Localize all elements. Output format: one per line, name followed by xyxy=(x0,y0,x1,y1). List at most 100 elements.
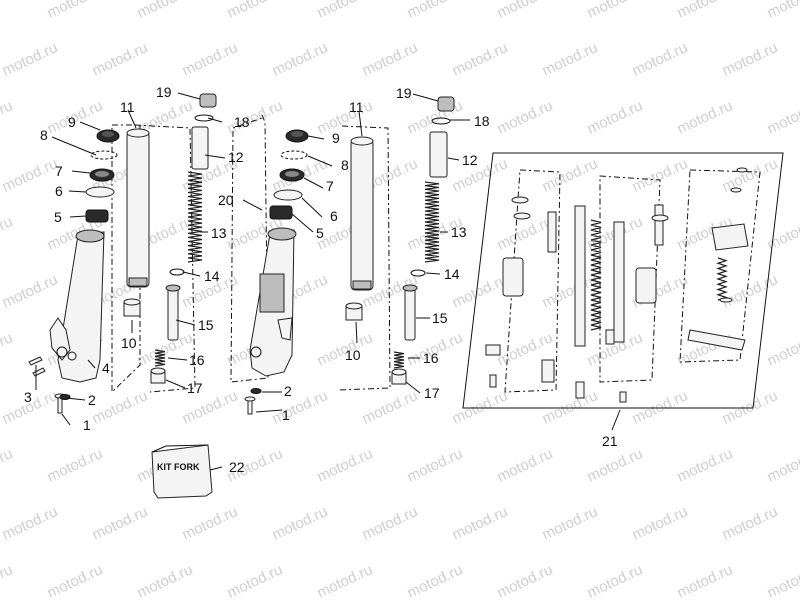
watermark-text: motod.ru xyxy=(0,503,60,543)
callout-c10b: 10 xyxy=(345,347,361,363)
watermark-text: motod.ru xyxy=(45,0,106,22)
watermark-text: motod.ru xyxy=(540,155,601,195)
watermark-text: motod.ru xyxy=(0,329,15,369)
kit-fork-label: KIT FORK xyxy=(157,462,200,472)
watermark-text: motod.ru xyxy=(720,155,781,195)
callout-c5a: 5 xyxy=(54,209,62,225)
damper-tube-left xyxy=(191,126,209,170)
leader-line xyxy=(127,109,137,129)
leader-line xyxy=(51,136,97,156)
spring-ring-right xyxy=(410,269,426,277)
watermark-text: motod.ru xyxy=(675,97,736,137)
clip-ring-left xyxy=(90,150,118,160)
callout-c4: 4 xyxy=(102,360,110,376)
spring-right xyxy=(424,181,440,263)
watermark-text: motod.ru xyxy=(765,329,800,369)
spring-ring-left xyxy=(169,268,185,276)
callout-c11a: 11 xyxy=(120,99,135,115)
washer-right xyxy=(273,189,303,201)
watermark-text: motod.ru xyxy=(45,445,106,485)
screw-left xyxy=(28,356,43,366)
watermark-text: motod.ru xyxy=(45,561,106,600)
watermark-text: motod.ru xyxy=(585,0,646,22)
o-ring-right xyxy=(431,117,451,125)
callout-c17b: 17 xyxy=(424,385,440,401)
watermark-text: motod.ru xyxy=(540,503,601,543)
washer-left xyxy=(85,186,115,198)
watermark-text: motod.ru xyxy=(315,97,376,137)
watermark-text: motod.ru xyxy=(720,271,781,311)
leader-line xyxy=(307,155,333,167)
callout-c11b: 11 xyxy=(349,99,364,115)
watermark-text: motod.ru xyxy=(225,561,286,600)
leader-line xyxy=(177,92,201,100)
dust-seal-left xyxy=(85,209,109,223)
callout-c9a: 9 xyxy=(68,114,76,130)
inner-tube-left xyxy=(126,131,150,288)
inner-tube-right xyxy=(350,139,374,291)
leader-line xyxy=(291,213,314,233)
watermark-text: motod.ru xyxy=(720,503,781,543)
watermark-text: motod.ru xyxy=(180,39,241,79)
callout-c16a: 16 xyxy=(189,352,205,368)
damper-rod-left xyxy=(167,287,179,341)
watermark-text: motod.ru xyxy=(765,445,800,485)
callout-c15b: 15 xyxy=(432,310,448,326)
leader-line xyxy=(301,197,323,218)
leader-line xyxy=(242,199,263,211)
watermark-text: motod.ru xyxy=(585,445,646,485)
callout-c13b: 13 xyxy=(451,224,467,240)
callout-c12a: 12 xyxy=(228,149,244,165)
leader-line xyxy=(307,135,325,140)
callout-c18b: 18 xyxy=(474,113,490,129)
callout-c19b: 19 xyxy=(396,85,412,101)
leader-line xyxy=(175,319,196,326)
callout-c22: 22 xyxy=(229,459,245,475)
watermark-text: motod.ru xyxy=(360,503,421,543)
top-plug-right xyxy=(437,96,455,112)
callout-c6a: 6 xyxy=(55,183,63,199)
leader-line xyxy=(412,93,439,102)
leader-lines xyxy=(35,92,621,471)
leader-line xyxy=(204,154,226,159)
watermark-text: motod.ru xyxy=(450,155,511,195)
watermark-text: motod.ru xyxy=(495,561,556,600)
watermark-text: motod.ru xyxy=(675,445,736,485)
callout-c12b: 12 xyxy=(462,152,478,168)
watermark-text: motod.ru xyxy=(540,387,601,427)
leader-line xyxy=(165,379,186,389)
watermark-text: motod.ru xyxy=(765,561,800,600)
leader-line xyxy=(255,409,283,413)
watermark-text: motod.ru xyxy=(0,561,15,600)
leader-line xyxy=(209,466,223,471)
watermark-text: motod.ru xyxy=(585,561,646,600)
leader-line xyxy=(447,157,460,161)
callout-c21: 21 xyxy=(602,433,618,449)
callout-c8a: 8 xyxy=(40,127,48,143)
watermark-text: motod.ru xyxy=(675,0,736,22)
kit-fork-bag: KIT FORK xyxy=(151,444,213,499)
watermark-text: motod.ru xyxy=(0,0,15,22)
leader-line xyxy=(405,381,421,394)
watermark-text: motod.ru xyxy=(270,387,331,427)
leader-line xyxy=(303,177,324,189)
leader-line xyxy=(65,397,86,401)
callout-c19a: 19 xyxy=(156,84,172,100)
callout-labels: 1234567891011121314151617181920125678910… xyxy=(24,84,618,475)
watermark-text: motod.ru xyxy=(630,155,691,195)
complete-fork-kit xyxy=(462,152,784,409)
leader-line xyxy=(355,321,358,344)
clip-ring-right xyxy=(280,150,308,160)
watermark-text: motod.ru xyxy=(0,97,15,137)
watermark-text: motod.ru xyxy=(405,561,466,600)
watermark-text: motod.ru xyxy=(450,503,511,543)
bolt-right xyxy=(247,399,253,415)
callout-c1b: 1 xyxy=(282,407,290,423)
watermark-text: motod.ru xyxy=(495,97,556,137)
watermark-text: motod.ru xyxy=(0,39,60,79)
watermark-text: motod.ru xyxy=(630,387,691,427)
callout-c6b: 6 xyxy=(330,208,338,224)
watermark-text: motod.ru xyxy=(765,213,800,253)
watermark-text: motod.ru xyxy=(495,445,556,485)
